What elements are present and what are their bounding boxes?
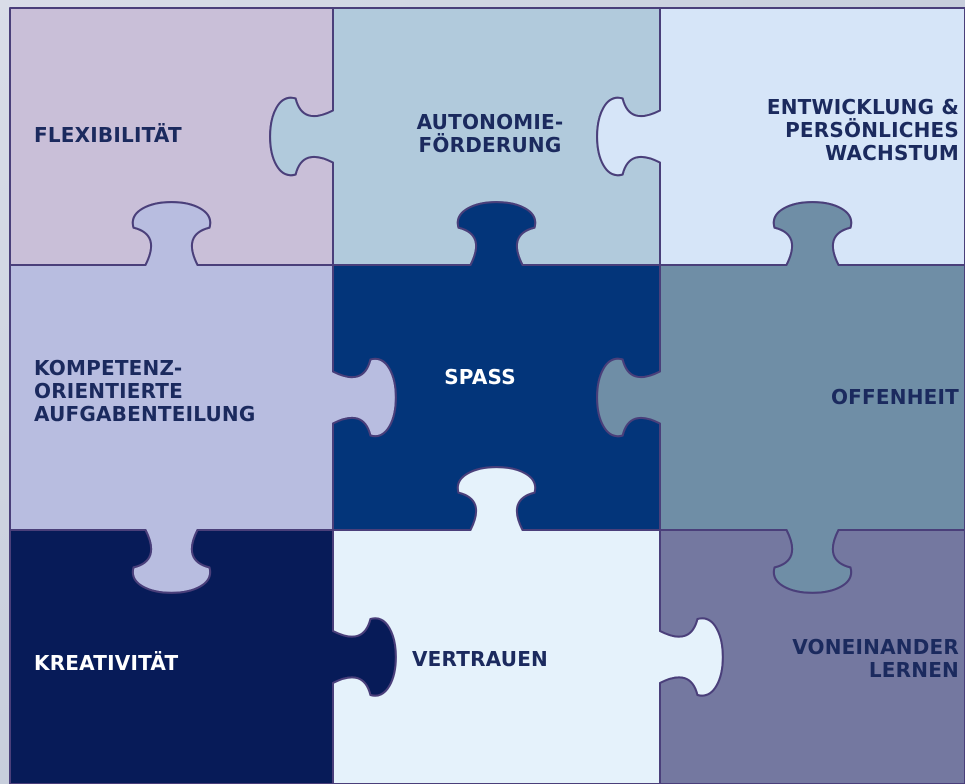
label-kreativitaet: KREATIVITÄT <box>34 651 179 675</box>
label-voneinander: VONEINANDER LERNEN <box>792 635 959 682</box>
label-kompetenz: KOMPETENZ- ORIENTIERTE AUFGABENTEILUNG <box>34 356 256 426</box>
label-autonomie: AUTONOMIE- FÖRDERUNG <box>416 110 564 157</box>
label-entwicklung: ENTWICKLUNG & PERSÖNLICHES WACHSTUM <box>766 95 959 165</box>
label-spass: SPASS <box>444 365 516 389</box>
label-flexibilitaet: FLEXIBILITÄT <box>34 123 182 147</box>
label-offenheit: OFFENHEIT <box>830 385 959 409</box>
puzzle-piece-voneinander <box>659 529 965 784</box>
pieces-layer <box>9 7 965 784</box>
label-vertrauen: VERTRAUEN <box>412 647 548 671</box>
